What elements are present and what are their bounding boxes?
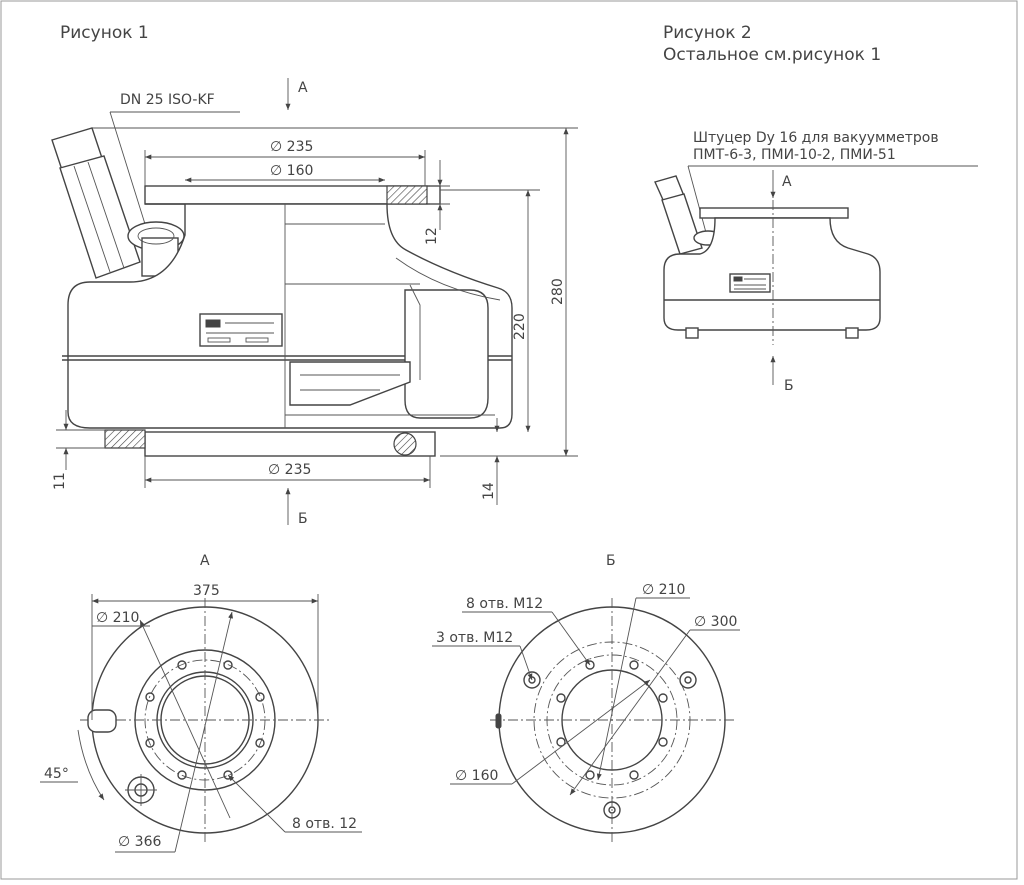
dim-220: 220 — [512, 313, 528, 340]
view-a-marker: А — [298, 80, 308, 96]
dim-12: 12 — [424, 227, 440, 245]
figure-2: Рисунок 2 Остальное см.рисунок 1 Штуцер … — [654, 23, 978, 394]
side-port — [51, 127, 185, 279]
figure-1-title: Рисунок 1 — [60, 23, 149, 43]
dim-160: ∅ 160 — [270, 163, 313, 179]
view-a-title: А — [200, 553, 210, 569]
dim-14: 14 — [481, 482, 497, 500]
view-a-dim-366: ∅ 366 — [118, 834, 161, 850]
port-label-2: ПМТ-6-3, ПМИ-10-2, ПМИ-51 — [693, 147, 896, 163]
view-b-bolt-holes — [556, 660, 668, 780]
dim-375: 375 — [193, 583, 220, 599]
dim-280: 280 — [550, 278, 566, 305]
view-b-dim-300: ∅ 300 — [694, 614, 737, 630]
fig2-view-a: А — [782, 174, 792, 190]
view-a-angle: 45° — [44, 766, 69, 782]
view-a-holes: 8 отв. 12 — [292, 816, 357, 832]
view-b-title: Б — [606, 553, 616, 569]
flange-leader — [109, 111, 151, 241]
bottom-bolt-section — [393, 432, 417, 456]
view-a-dim-210: ∅ 210 — [96, 610, 139, 626]
figure-2-subtitle: Остальное см.рисунок 1 — [663, 45, 881, 65]
view-b-holes-8: 8 отв. М12 — [466, 596, 543, 612]
fig2-body — [654, 175, 881, 345]
view-b: Б 8 отв. М12 — [432, 553, 740, 842]
figure-2-title: Рисунок 2 — [663, 23, 752, 43]
bottom-flange — [144, 431, 436, 457]
dim-235-top: ∅ 235 — [270, 139, 313, 155]
figure-1: Рисунок 1 А DN 25 ISO-KF — [51, 23, 578, 527]
fig2-view-b: Б — [784, 378, 794, 394]
view-b-dim-210: ∅ 210 — [642, 582, 685, 598]
flange-label: DN 25 ISO-KF — [120, 92, 215, 108]
angle-arc — [77, 729, 105, 801]
view-b-marker: Б — [298, 511, 308, 527]
view-b-holes-3: 3 отв. М12 — [436, 630, 513, 646]
bottom-left-section — [104, 429, 146, 449]
top-flange-section — [386, 185, 428, 205]
view-a: А 375 ∅ 210 — [40, 553, 362, 853]
dim-11: 11 — [52, 472, 68, 490]
dim-235-bottom: ∅ 235 — [268, 462, 311, 478]
view-b-dim-160: ∅ 160 — [455, 768, 498, 784]
port-label-1: Штуцер Dy 16 для вакуумметров — [693, 130, 939, 146]
main-body — [62, 203, 513, 429]
view-b-threaded-holes — [523, 671, 697, 819]
